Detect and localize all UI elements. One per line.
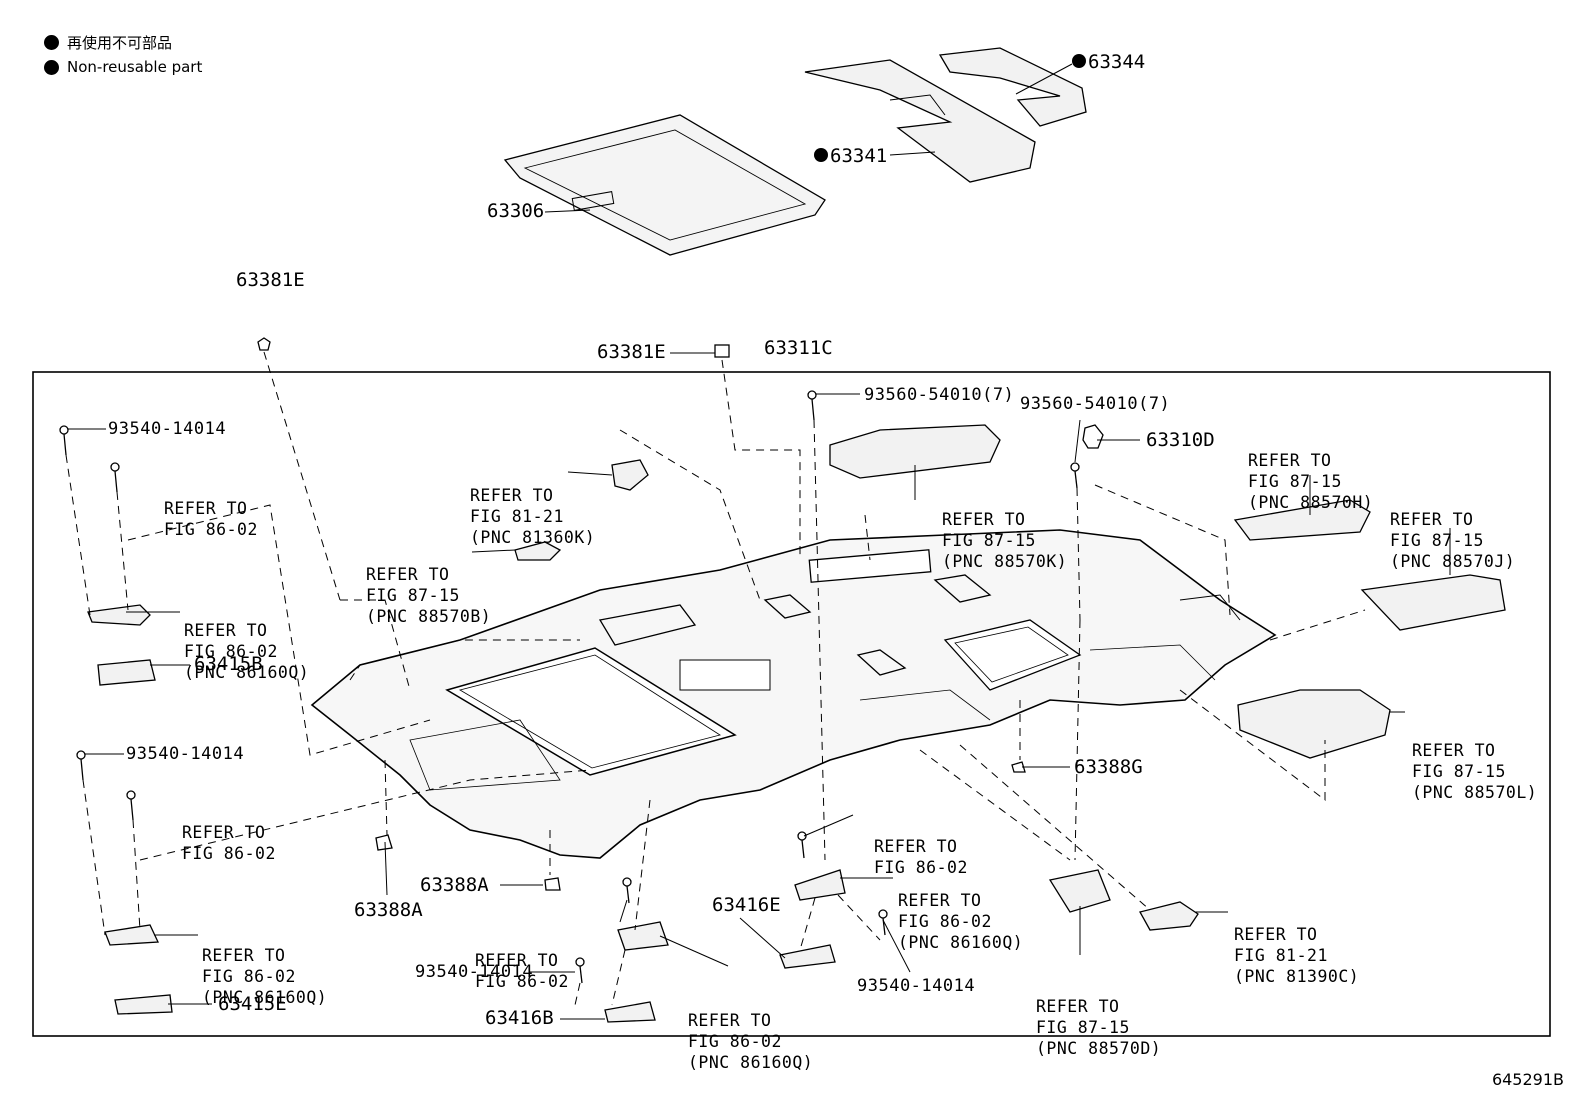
lamp-88570D-shape: [1048, 869, 1111, 913]
legend-en-text: Non-reusable part: [67, 58, 203, 76]
non-reusable-dot-icon: [44, 59, 59, 75]
bracket-81390C-shape: [1139, 901, 1199, 931]
label-63388G: 63388G: [1074, 756, 1143, 778]
label-63416B: 63416B: [485, 1007, 554, 1029]
label-63381E-mid: 63381E: [597, 341, 666, 363]
bracket-81360K-shape: [611, 459, 649, 491]
lamp-88570L-shape: [1237, 689, 1391, 759]
label-63344: 63344: [1072, 52, 1145, 73]
dashed-reference-lines: [65, 351, 1366, 1006]
legend-en: Non-reusable part: [44, 58, 202, 76]
visor-86160Q-shape-3: [617, 921, 669, 951]
label-63381E-top: 63381E: [236, 269, 305, 291]
lamp-88570K-shape: [829, 424, 1001, 479]
sunroof-opening: [445, 647, 737, 776]
label-63341: 63341: [814, 146, 887, 167]
label-93560-a: 93560-54010(7): [864, 385, 1015, 405]
visor-86160Q-shape-2: [104, 924, 159, 946]
clip-63381E-mid: [714, 344, 730, 358]
label-93560-b: 93560-54010(7): [1020, 394, 1171, 414]
clip-63388A-b: [375, 834, 393, 851]
non-reusable-dot-icon: [44, 35, 59, 50]
clip-63381E-top: [257, 337, 271, 351]
label-63388A-a: 63388A: [420, 874, 489, 896]
visor-86160Q-shape-1: [87, 604, 151, 626]
label-93540-a: 93540-14014: [108, 419, 227, 439]
lamp-88570J-shape: [1360, 574, 1506, 631]
visor-86160Q-shape-4: [794, 869, 846, 901]
label-63416E: 63416E: [712, 894, 781, 916]
part-63344-shape: [938, 47, 1087, 127]
clip-63310D: [1082, 424, 1104, 449]
legend-jp-text: 再使用不可部品: [67, 34, 173, 52]
clip-63388A-a: [544, 877, 561, 891]
part-63306-shape: [503, 114, 826, 256]
holder-63415E-shape: [114, 994, 173, 1015]
assembly-frame: [32, 371, 1551, 1037]
figure-number: 645291B: [1491, 1070, 1564, 1089]
label-63310D: 63310D: [1146, 429, 1215, 451]
label-63415E: 63415E: [218, 993, 287, 1015]
screw-icons: [59, 390, 1080, 984]
lamp-88570H-shape: [1233, 499, 1371, 541]
clip-63388G: [1011, 761, 1026, 773]
part-63341-shape: [804, 59, 1036, 183]
leader-lines: [68, 63, 1451, 1020]
label-63306: 63306: [487, 200, 545, 222]
holder-63416B-shape: [604, 1001, 656, 1023]
label-63388A-b: 63388A: [354, 899, 423, 921]
legend-jp: 再使用不可部品: [44, 32, 172, 53]
label-93540-b: 93540-14014: [126, 744, 245, 764]
label-93540-c: 93540-14014: [415, 962, 534, 982]
headliner-shape: [310, 529, 1277, 859]
label-63311C: 63311C: [764, 337, 833, 359]
non-reusable-dot-icon: [814, 148, 828, 162]
label-93540-d: 93540-14014: [857, 976, 976, 996]
holder-63415B-shape: [97, 659, 156, 686]
non-reusable-dot-icon: [1072, 54, 1086, 68]
lamp-88570B-shape: [514, 541, 562, 561]
holder-63416E-shape: [779, 944, 836, 969]
label-63415B: 63415B: [194, 653, 263, 675]
